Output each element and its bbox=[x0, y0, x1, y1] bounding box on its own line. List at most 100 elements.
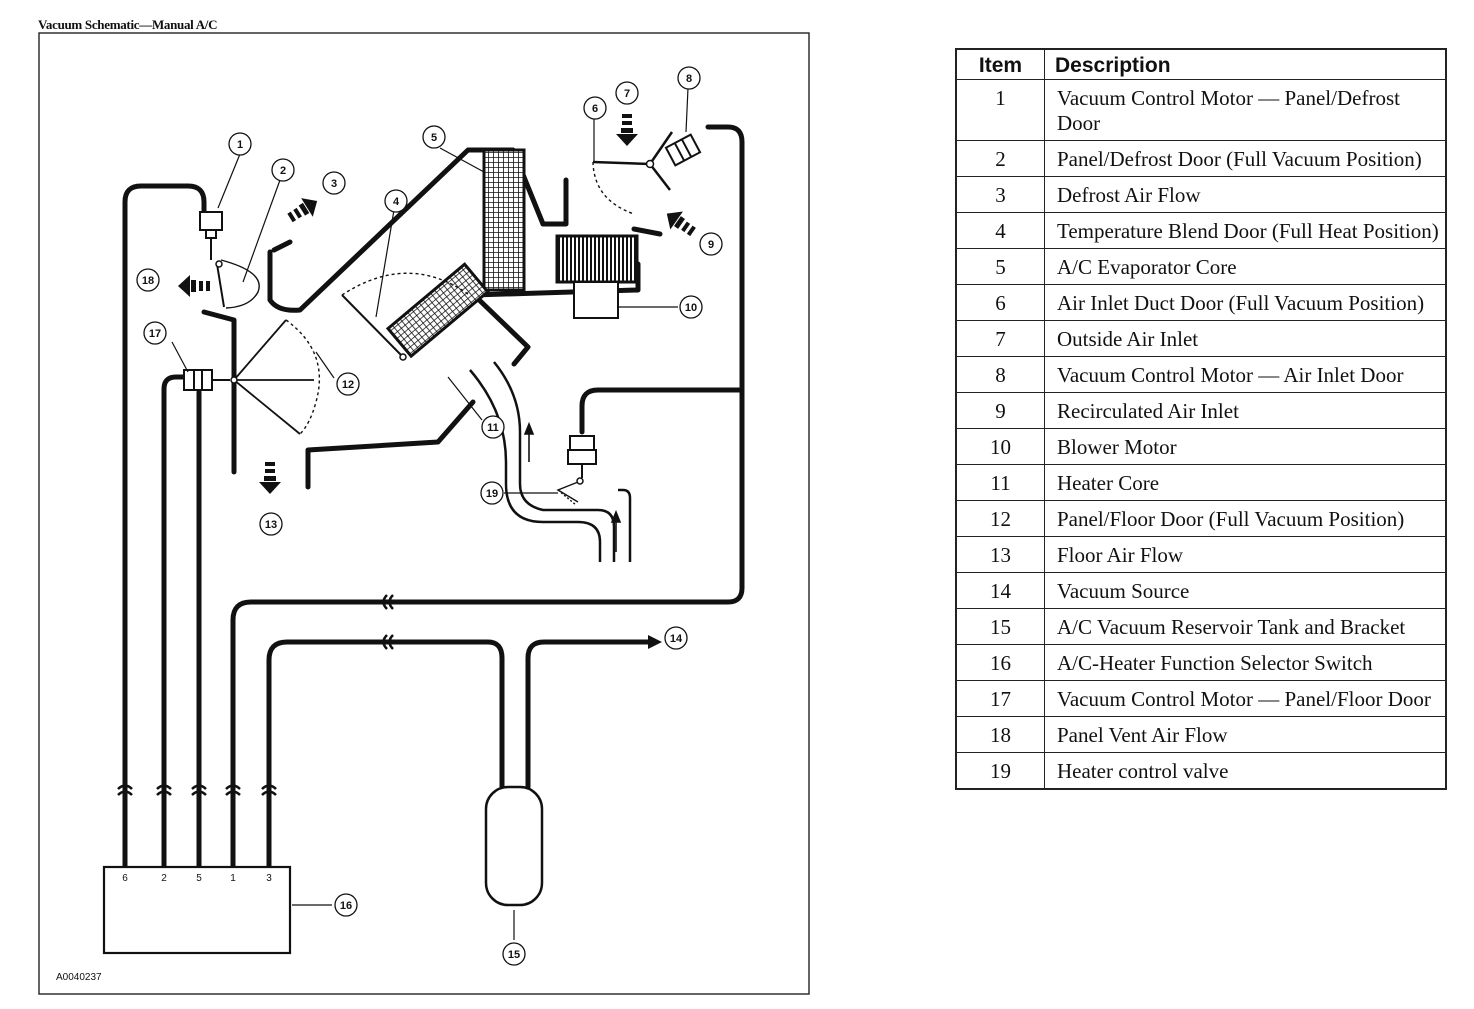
diagram-title: Vacuum Schematic—Manual A/C bbox=[38, 17, 218, 32]
callout-label: 9 bbox=[708, 239, 714, 251]
flow-arrow-head bbox=[610, 509, 622, 523]
callout-5 bbox=[422, 125, 446, 149]
callout-3 bbox=[322, 171, 346, 195]
callout-label: 16 bbox=[340, 900, 352, 912]
callout-18 bbox=[136, 268, 160, 292]
callout-13 bbox=[259, 512, 283, 536]
legend-item-description: Heater control valve bbox=[1044, 752, 1447, 790]
legend-item-number: 6 bbox=[955, 284, 1045, 321]
valve-door bbox=[556, 481, 579, 503]
callout-8 bbox=[677, 66, 701, 90]
legend-item-description: Heater Core bbox=[1044, 464, 1447, 501]
legend-item-number: 7 bbox=[955, 320, 1045, 357]
legend-item-number: 19 bbox=[955, 752, 1045, 790]
vacuum-motor-8 bbox=[664, 133, 702, 167]
legend-item-number: 2 bbox=[955, 140, 1045, 177]
callout-label: 7 bbox=[624, 88, 630, 100]
connector-mark bbox=[191, 784, 207, 796]
evaporator-case-wall bbox=[540, 177, 569, 227]
legend-item-description: Panel Vent Air Flow bbox=[1044, 716, 1447, 753]
legend-header-row: Item Description bbox=[955, 48, 1447, 80]
blower-motor bbox=[573, 281, 619, 319]
legend-item-number: 13 bbox=[955, 536, 1045, 573]
callout-label: 1 bbox=[237, 139, 243, 151]
leader-line-5 bbox=[439, 147, 485, 173]
callout-label: 6 bbox=[592, 103, 598, 115]
heater-hose bbox=[469, 369, 602, 562]
vacuum-source-arrow bbox=[648, 635, 662, 649]
vacuum-motor-1 bbox=[199, 211, 223, 260]
switch-port-label: 6 bbox=[122, 873, 128, 884]
leader-line-2 bbox=[242, 179, 281, 283]
blower-wheel bbox=[555, 234, 639, 284]
legend-item-description: Vacuum Control Motor — Panel/Defrost Doo… bbox=[1044, 79, 1447, 141]
flow-arrow-head bbox=[523, 421, 535, 435]
legend-item-description: Vacuum Control Motor — Air Inlet Door bbox=[1044, 356, 1447, 393]
legend-item-number: 8 bbox=[955, 356, 1045, 393]
legend-item-description: A/C Vacuum Reservoir Tank and Bracket bbox=[1044, 608, 1447, 645]
callout-16 bbox=[334, 893, 358, 917]
vacuum-line-port-2 bbox=[161, 374, 187, 870]
callout-4 bbox=[384, 189, 408, 213]
legend-header-item: Item bbox=[955, 48, 1045, 80]
legend-item-number: 1 bbox=[955, 79, 1045, 141]
callout-label: 13 bbox=[265, 519, 277, 531]
inlet-door-arc bbox=[592, 161, 635, 215]
callout-10 bbox=[679, 295, 703, 319]
callout-17 bbox=[143, 321, 167, 345]
panel-floor-door bbox=[233, 319, 314, 435]
legend-item-number: 9 bbox=[955, 392, 1045, 429]
valve-pivot bbox=[576, 477, 584, 485]
legend-item-number: 4 bbox=[955, 212, 1045, 249]
leader-line-4 bbox=[375, 209, 395, 318]
legend-item-description: Vacuum Source bbox=[1044, 572, 1447, 609]
callout-11 bbox=[481, 415, 505, 439]
legend-item-number: 12 bbox=[955, 500, 1045, 537]
callout-12 bbox=[336, 372, 360, 396]
callout-label: 12 bbox=[342, 379, 354, 391]
callout-label: 5 bbox=[431, 132, 437, 144]
switch-port-label: 1 bbox=[230, 873, 236, 884]
callout-label: 3 bbox=[331, 178, 337, 190]
legend-item-number: 16 bbox=[955, 644, 1045, 681]
legend-item-description: Vacuum Control Motor — Panel/Floor Door bbox=[1044, 680, 1447, 717]
blend-door-arc bbox=[341, 272, 469, 296]
leader-line-12 bbox=[315, 351, 335, 379]
vacuum-reservoir-tank bbox=[484, 785, 544, 907]
legend-item-description: A/C-Heater Function Selector Switch bbox=[1044, 644, 1447, 681]
legend-item-number: 14 bbox=[955, 572, 1045, 609]
leader-line-17 bbox=[171, 341, 189, 373]
callout-label: 2 bbox=[280, 165, 286, 177]
heater-valve-motor bbox=[567, 435, 597, 478]
switch-port-label: 2 bbox=[161, 873, 167, 884]
legend-item-description: Defrost Air Flow bbox=[1044, 176, 1447, 213]
legend-item-description: A/C Evaporator Core bbox=[1044, 248, 1447, 285]
callout-label: 17 bbox=[149, 328, 161, 340]
legend-item-description: Blower Motor bbox=[1044, 428, 1447, 465]
connector-mark bbox=[117, 784, 133, 796]
evaporator-core bbox=[482, 148, 526, 292]
callout-14 bbox=[664, 626, 688, 650]
legend-item-description: Recirculated Air Inlet bbox=[1044, 392, 1447, 429]
legend-item-number: 5 bbox=[955, 248, 1045, 285]
callout-label: 15 bbox=[508, 949, 520, 961]
panel-defrost-door-arc bbox=[220, 259, 260, 309]
legend-item-description: Panel/Defrost Door (Full Vacuum Position… bbox=[1044, 140, 1447, 177]
callout-label: 14 bbox=[670, 633, 683, 645]
switch-port-label: 5 bbox=[196, 873, 202, 884]
callout-9 bbox=[699, 232, 723, 256]
panel-airflow-arrow bbox=[178, 275, 210, 297]
legend-item-number: 10 bbox=[955, 428, 1045, 465]
